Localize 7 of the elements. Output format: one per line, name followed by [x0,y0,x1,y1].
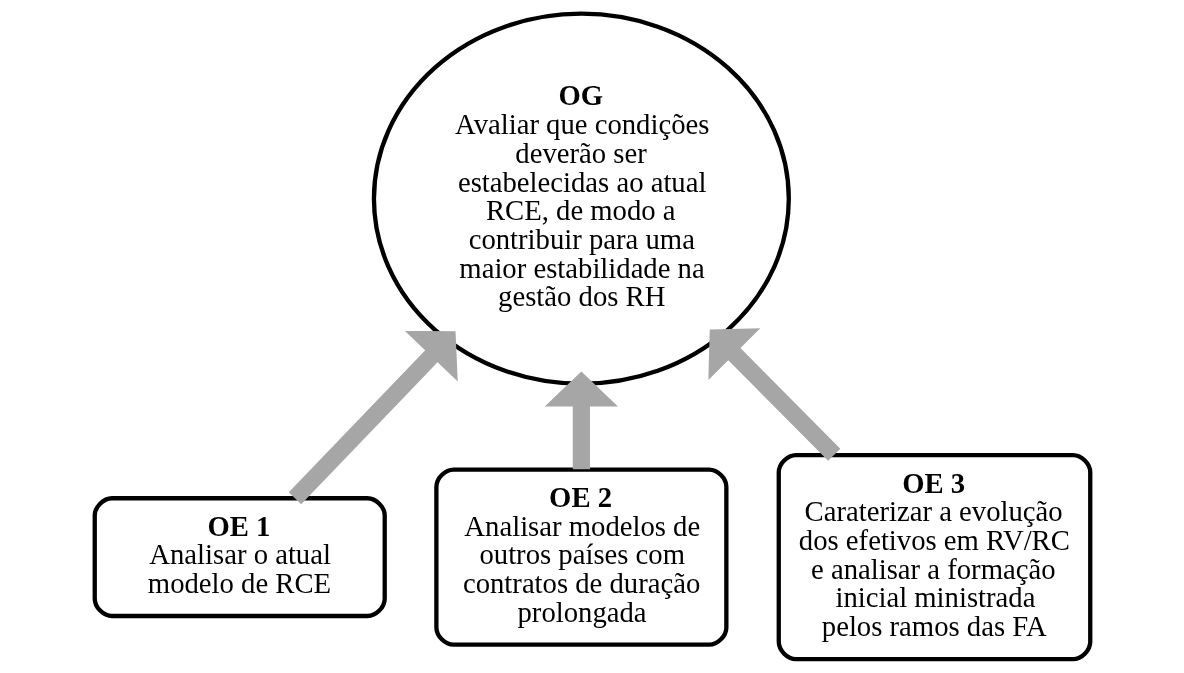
arrow [707,328,840,461]
node-box: OE 3 Caraterizar a evolução dos efetivos em RV/RC e analisar a formação inicial ministrada pelos ramos das FA [776,453,1092,662]
arrow [544,371,618,470]
node-box: OE 1 Analisar o atual modelo de RCE [92,496,387,619]
arrow [288,330,458,505]
node-box: OE 2 Analisar modelos de outros países com contratos de duração prolongada [433,467,728,647]
node-ellipse: OG Avaliar que condições deverão ser estabelecidas ao atual RCE, de modo a contribuir para uma maior estabilidade na gestão dos RH [371,11,791,386]
